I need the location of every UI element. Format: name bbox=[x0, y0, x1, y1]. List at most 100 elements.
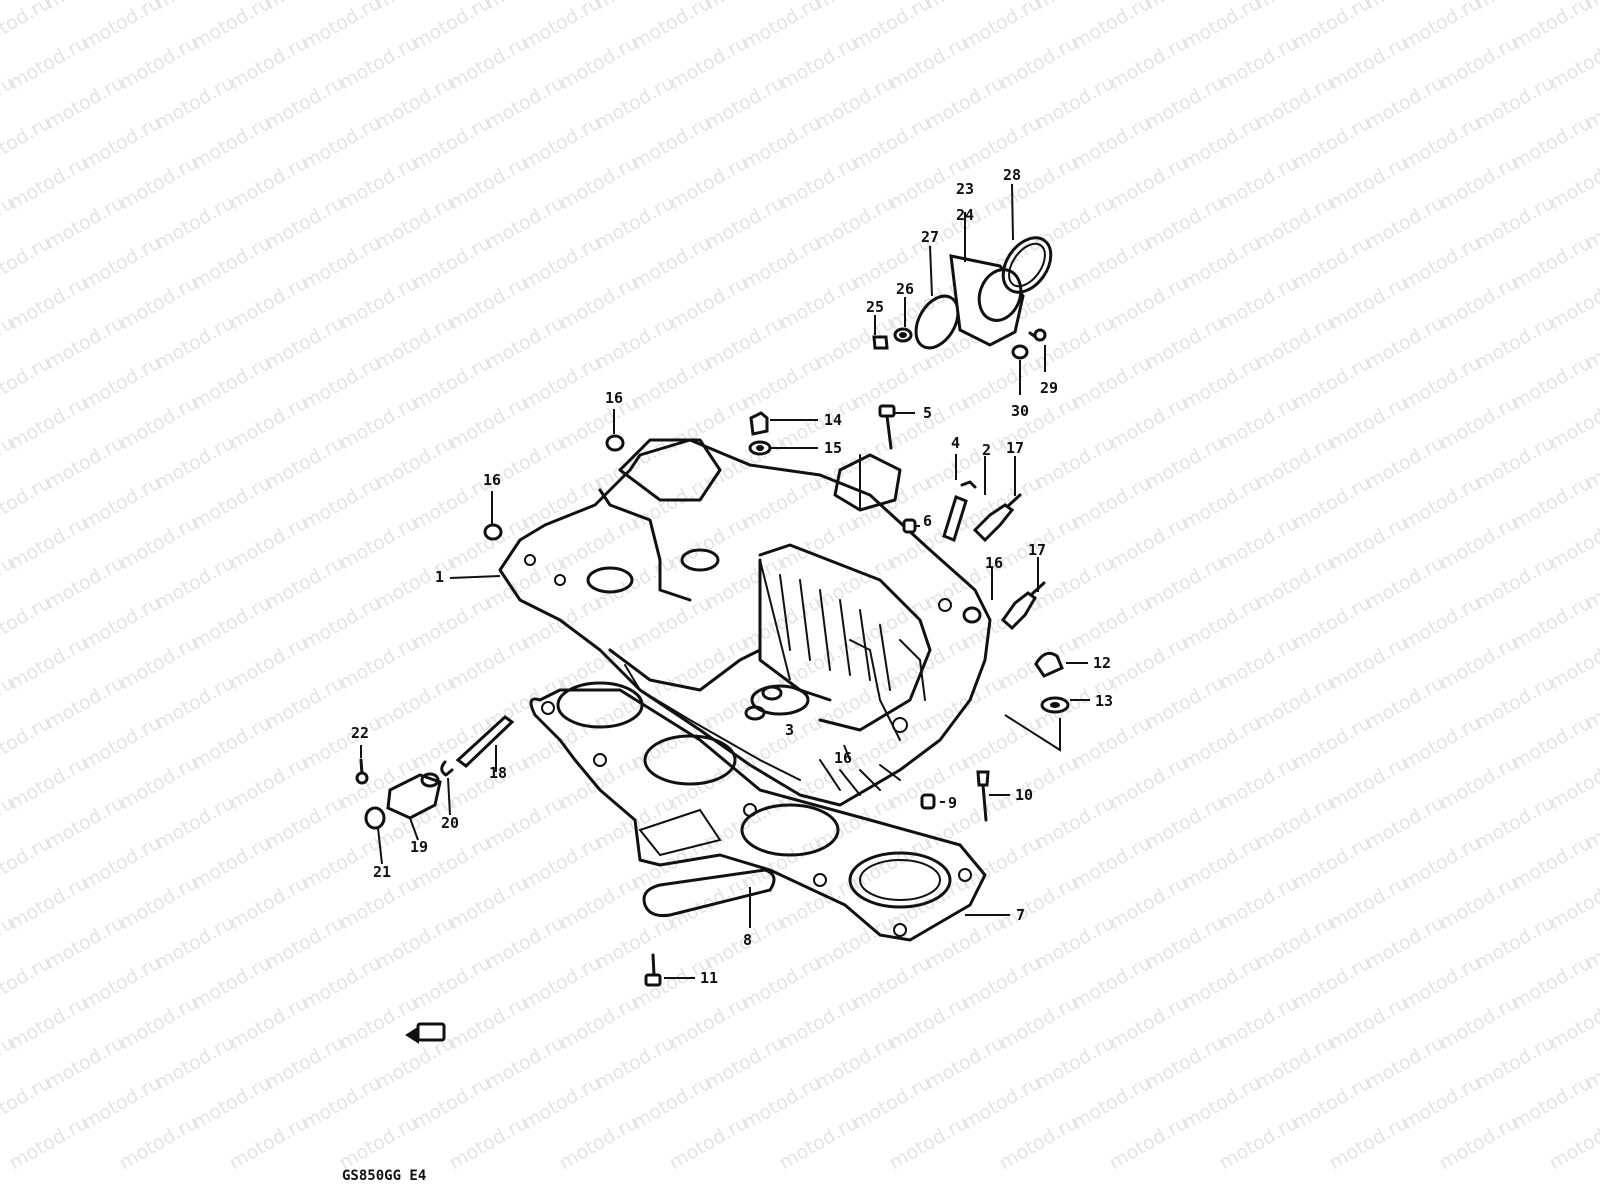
bolt-22 bbox=[355, 758, 369, 785]
watermark-text: motod.ru bbox=[482, 0, 568, 14]
watermark-text: motod.ru bbox=[482, 912, 568, 975]
watermark-text: motod.ru bbox=[996, 992, 1082, 1055]
stud-10 bbox=[976, 770, 990, 822]
watermark-text: motod.ru bbox=[739, 1072, 825, 1135]
watermark-text: motod.ru bbox=[996, 872, 1082, 935]
callout-16b: 16 bbox=[483, 471, 501, 489]
watermark-text: motod.ru bbox=[1472, 312, 1558, 375]
watermark-text: motod.ru bbox=[1179, 0, 1265, 54]
watermark-text: motod.ru bbox=[446, 992, 532, 1055]
watermark-text: motod.ru bbox=[1362, 1032, 1448, 1095]
watermark-text: motod.ru bbox=[372, 432, 458, 495]
watermark-text: motod.ru bbox=[776, 272, 862, 335]
watermark-text: motod.ru bbox=[666, 32, 752, 95]
watermark-text: motod.ru bbox=[592, 0, 678, 14]
callout-1: 1 bbox=[435, 568, 444, 586]
watermark-text: motod.ru bbox=[959, 952, 1045, 1015]
watermark-text: motod.ru bbox=[959, 1072, 1045, 1135]
watermark-text: motod.ru bbox=[1472, 432, 1558, 495]
watermark-text: motod.ru bbox=[482, 72, 568, 135]
watermark-text: motod.ru bbox=[446, 272, 532, 335]
watermark-text: motod.ru bbox=[446, 392, 532, 455]
callout-24: 24 bbox=[956, 206, 974, 224]
watermark-text: motod.ru bbox=[629, 0, 715, 54]
watermark-text: motod.ru bbox=[299, 472, 385, 535]
watermark-text: motod.ru bbox=[1399, 832, 1485, 895]
watermark-text: motod.ru bbox=[776, 32, 862, 95]
watermark-text: motod.ru bbox=[409, 1072, 495, 1135]
watermark-text: motod.ru bbox=[42, 912, 128, 975]
watermark-text: motod.ru bbox=[299, 952, 385, 1015]
watermark-text: motod.ru bbox=[262, 792, 348, 855]
watermark-text: motod.ru bbox=[79, 1072, 165, 1135]
watermark-text: motod.ru bbox=[6, 32, 92, 95]
clip-20 bbox=[440, 760, 454, 777]
watermark-text: motod.ru bbox=[812, 672, 898, 735]
watermark-text: motod.ru bbox=[6, 392, 92, 455]
watermark-text: motod.ru bbox=[116, 872, 202, 935]
watermark-text: motod.ru bbox=[1142, 912, 1228, 975]
watermark-text: motod.ru bbox=[1362, 0, 1448, 14]
clip-4 bbox=[960, 480, 977, 489]
watermark-text: motod.ru bbox=[886, 632, 972, 695]
watermark-text: motod.ru bbox=[1509, 0, 1595, 54]
watermark-text: motod.ru bbox=[42, 312, 128, 375]
watermark-text: motod.ru bbox=[849, 712, 935, 775]
watermark-text: motod.ru bbox=[1289, 0, 1375, 54]
watermark-text: motod.ru bbox=[1289, 472, 1375, 535]
watermark-text: motod.ru bbox=[519, 0, 605, 54]
watermark-text: motod.ru bbox=[702, 72, 788, 135]
watermark-text: motod.ru bbox=[1252, 192, 1338, 255]
watermark-text: motod.ru bbox=[0, 112, 55, 175]
watermark-text: motod.ru bbox=[446, 632, 532, 695]
shim-3 bbox=[744, 685, 783, 721]
watermark-text: motod.ru bbox=[6, 872, 92, 935]
watermark-text: motod.ru bbox=[1142, 312, 1228, 375]
watermark-text: motod.ru bbox=[152, 1032, 238, 1095]
front-arrow-icon bbox=[405, 1022, 446, 1044]
watermark-text: motod.ru bbox=[189, 592, 275, 655]
watermark-text: motod.ru bbox=[1546, 1112, 1600, 1175]
watermark-text: motod.ru bbox=[812, 912, 898, 975]
sleeve-2 bbox=[942, 495, 968, 542]
watermark-text: motod.ru bbox=[226, 752, 312, 815]
watermark-text: motod.ru bbox=[519, 352, 605, 415]
watermark-text: motod.ru bbox=[556, 1112, 642, 1175]
watermark-text: motod.ru bbox=[79, 712, 165, 775]
watermark-text: motod.ru bbox=[886, 1112, 972, 1175]
watermark-text: motod.ru bbox=[702, 1032, 788, 1095]
watermark-text: motod.ru bbox=[116, 992, 202, 1055]
watermark-text: motod.ru bbox=[372, 672, 458, 735]
watermark-text: motod.ru bbox=[1436, 392, 1522, 455]
watermark-text: motod.ru bbox=[629, 112, 715, 175]
nut-9 bbox=[920, 793, 936, 810]
callout-11: 11 bbox=[700, 969, 718, 987]
watermark-text: motod.ru bbox=[152, 432, 238, 495]
watermark-text: motod.ru bbox=[1216, 872, 1302, 935]
callout-23: 23 bbox=[956, 180, 974, 198]
watermark-text: motod.ru bbox=[592, 552, 678, 615]
watermark-text: motod.ru bbox=[372, 552, 458, 615]
watermark-text: motod.ru bbox=[226, 32, 312, 95]
cylinder-head-gasket bbox=[529, 681, 987, 942]
callout-8: 8 bbox=[743, 931, 752, 949]
watermark-text: motod.ru bbox=[262, 312, 348, 375]
watermark-text: motod.ru bbox=[922, 72, 1008, 135]
watermark-text: motod.ru bbox=[1252, 0, 1338, 14]
callout-5: 5 bbox=[923, 404, 932, 422]
watermark-text: motod.ru bbox=[922, 912, 1008, 975]
watermark-text: motod.ru bbox=[446, 152, 532, 215]
watermark-text: motod.ru bbox=[6, 992, 92, 1055]
washer-30 bbox=[1011, 344, 1029, 360]
watermark-text: motod.ru bbox=[1179, 1072, 1265, 1135]
leader-lines bbox=[360, 183, 1090, 979]
watermark-text: motod.ru bbox=[1069, 712, 1155, 775]
watermark-text: motod.ru bbox=[556, 752, 642, 815]
watermark-text: motod.ru bbox=[6, 752, 92, 815]
fitting-18 bbox=[455, 715, 515, 768]
watermark-text: motod.ru bbox=[1179, 232, 1265, 295]
watermark-text: motod.ru bbox=[702, 312, 788, 375]
watermark-text: motod.ru bbox=[556, 512, 642, 575]
clamp-28 bbox=[1001, 236, 1053, 294]
watermark-text: motod.ru bbox=[556, 32, 642, 95]
